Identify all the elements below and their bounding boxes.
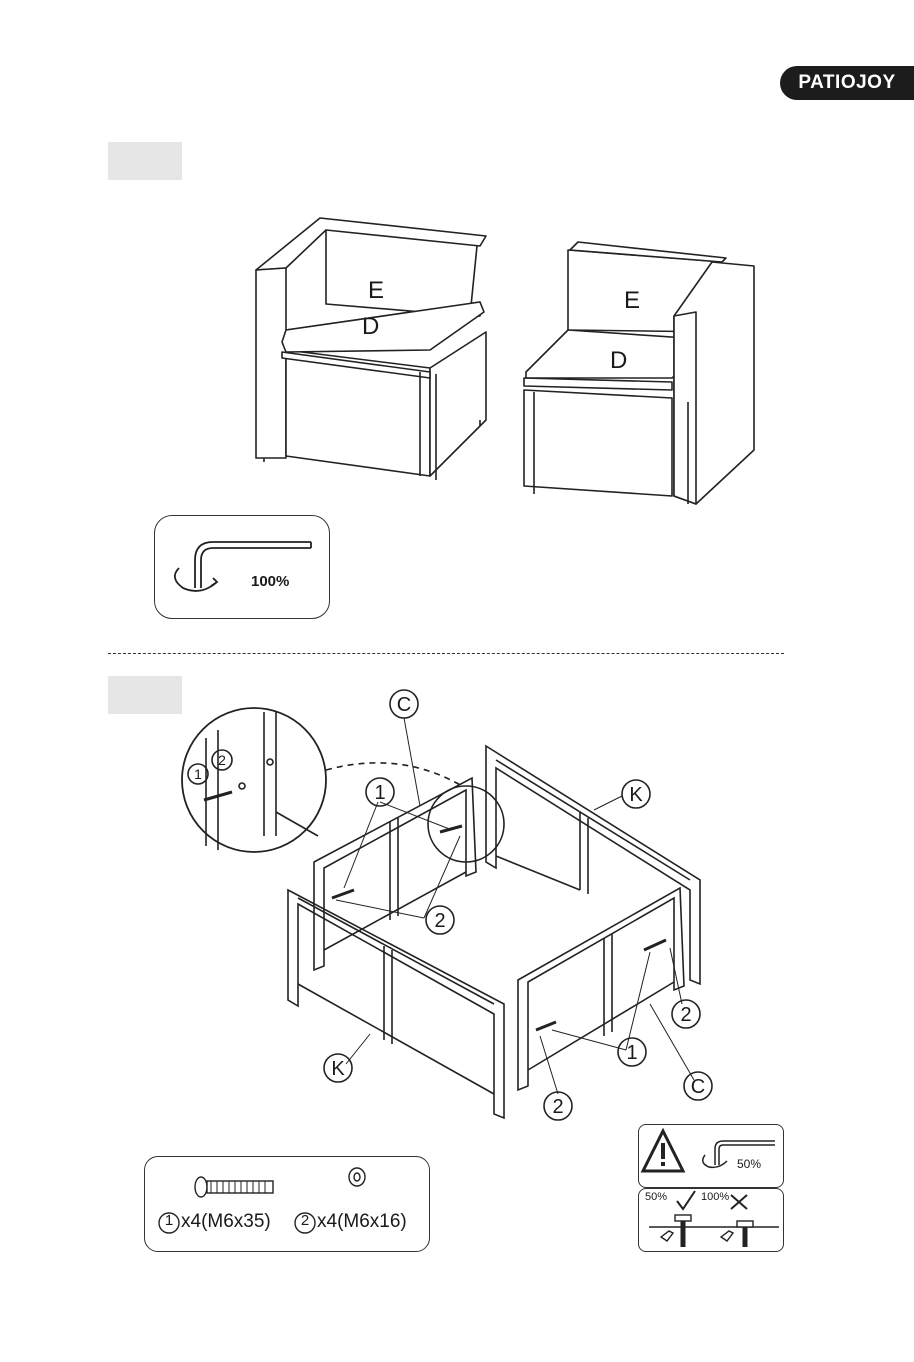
hardware-icons — [145, 1157, 429, 1251]
detail-washer-label: 2 — [218, 752, 226, 768]
warning-percent: 50% — [737, 1157, 761, 1171]
hardware-box: 1 x4(M6x35) 2 x4(M6x16) — [144, 1156, 430, 1252]
hand-icon — [721, 1231, 733, 1241]
bolt-icon — [195, 1177, 207, 1197]
frame-c-top-label: C — [397, 694, 411, 716]
frame-c-right — [518, 888, 684, 1090]
torque-bad-percent: 100% — [701, 1191, 729, 1203]
washer-label-b: 2 — [680, 1004, 691, 1026]
detail-magnifier — [182, 708, 326, 852]
frame-k-left-label: K — [331, 1058, 345, 1080]
bolt-label-b: 1 — [626, 1042, 637, 1064]
bolt-label-a: 1 — [374, 782, 385, 804]
bolt-number: 1 — [163, 1212, 175, 1229]
frame-c-bottom-label: C — [691, 1076, 705, 1098]
washer-label-c: 2 — [552, 1096, 563, 1118]
washer-number: 2 — [299, 1212, 311, 1229]
hand-icon — [661, 1231, 673, 1241]
washer-quantity: x4(M6x16) — [317, 1211, 407, 1233]
warning-box: 50% — [638, 1124, 784, 1188]
cross-icon — [731, 1195, 747, 1209]
bolt-quantity: x4(M6x35) — [181, 1211, 271, 1233]
detail-bolt-label: 1 — [194, 766, 202, 782]
washer-label-a: 2 — [434, 910, 445, 932]
frame-c-left — [314, 778, 476, 970]
frame-k-front — [288, 890, 504, 1118]
check-icon — [677, 1191, 695, 1209]
torque-ok-percent: 50% — [645, 1191, 667, 1203]
frame-k-right-label: K — [629, 784, 643, 806]
frame-k-back — [486, 746, 700, 984]
warning-icons — [639, 1125, 783, 1187]
torque-comparison-box: 50% 100% — [638, 1188, 784, 1252]
